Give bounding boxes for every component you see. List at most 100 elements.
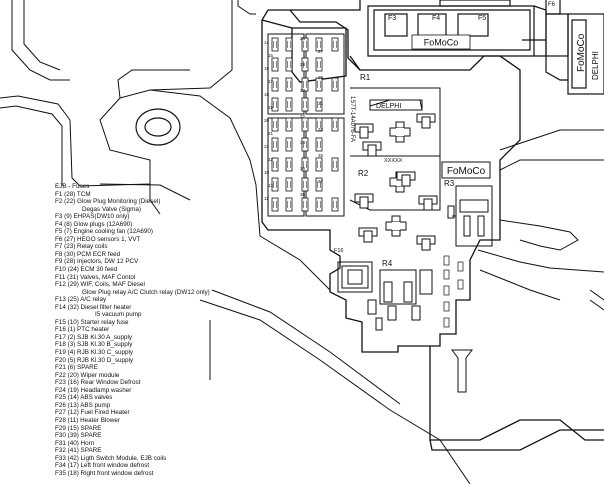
mini-fuse <box>285 177 293 192</box>
legend-line: F4 (8) Glow plugs (12A690) <box>55 220 133 228</box>
relay-label-r1: R1 <box>360 73 371 82</box>
fuse-number: 33 <box>318 127 324 132</box>
fuse-label-f3: F3 <box>388 15 396 22</box>
fuse-number: 31 <box>318 101 324 106</box>
mini-fuse <box>285 77 293 92</box>
fuse-number: 38 <box>300 192 306 197</box>
fuse-number: 20 <box>264 118 270 123</box>
relay-mark: XXXXX <box>384 158 403 164</box>
fuse-number: 22 <box>264 144 270 149</box>
legend-line: F9 (28) Injectors, DW 12 PCV <box>55 258 139 266</box>
mounting-hole <box>135 108 181 146</box>
legend-line: F14 (32) Diesel filter heater <box>55 303 132 311</box>
fuse-number: 19 <box>268 105 274 110</box>
fuse-bay <box>267 33 305 115</box>
mini-fuse <box>285 157 293 172</box>
legend-line: F7 (23) Relay coils <box>55 243 108 251</box>
fuse-number: 35 <box>318 153 324 158</box>
fuse-number: 26 <box>300 36 306 41</box>
legend-line: F21 (6) SPARE <box>55 364 98 372</box>
legend-line: F15 (10) Starter relay fuse <box>55 318 129 326</box>
legend-line: F25 (14) ABS valves <box>55 394 113 402</box>
legend-line: F1 (28) TCM <box>55 190 91 198</box>
fuse-number: 36 <box>300 166 306 171</box>
mini-fuse <box>301 197 309 212</box>
legend-line: F17 (2) SJB Kl.30 A_supply <box>55 333 133 341</box>
mini-fuse <box>301 97 309 112</box>
f16-label: F16 <box>334 248 343 254</box>
fuse-label-f4: F4 <box>432 15 440 22</box>
mini-fuse <box>331 117 339 132</box>
relay-code-vertical: 1S7T-14A076-FA <box>349 96 355 142</box>
legend-line: F24 (19) Headlamp washer <box>55 386 132 394</box>
legend-line: F3 (9) EHPAS(DW10 only) <box>55 213 130 221</box>
fuse-number: 16 <box>264 66 270 71</box>
brand-plate-relay <box>441 161 491 179</box>
fuse-number: 34 <box>300 140 306 145</box>
mini-fuse <box>271 197 279 212</box>
legend-line: F29 (15) SPARE <box>55 424 102 432</box>
fuse-label-f5: F5 <box>478 15 486 22</box>
delphi-label-relay: DELPHI <box>376 103 401 110</box>
fuse-number: 32 <box>300 114 306 119</box>
mini-fuse <box>301 117 309 132</box>
legend-line: F16 (1) PTC heater <box>55 326 110 334</box>
mini-fuse <box>285 37 293 52</box>
right-connector-housing <box>522 0 604 95</box>
mini-fuse <box>331 37 339 52</box>
fuse-number: 11 <box>264 196 269 201</box>
mini-fuse <box>315 57 323 72</box>
fuse-number: 10 <box>264 170 270 175</box>
mini-fuse <box>271 37 279 52</box>
fuse-number: 14 <box>264 40 270 45</box>
legend-line: F5 (7) Engine cooling fan (12A690) <box>55 228 154 236</box>
fuse-number: 28 <box>300 62 306 67</box>
mini-fuse <box>331 77 339 92</box>
legend-line: I5 vacuum pump <box>95 311 142 319</box>
fuse-number: 21 <box>268 131 274 136</box>
fuse-number: 15 <box>268 53 274 58</box>
legend-line: F26 (13) ABS pump <box>55 401 111 409</box>
legend-title: EJB - Fuses <box>55 183 90 190</box>
mini-fuse <box>285 197 293 212</box>
legend-line: F32 (41) SPARE <box>55 447 102 455</box>
mini-fuse <box>315 197 323 212</box>
fuse-number: 37 <box>318 179 324 184</box>
legend-line: F23 (16) Rear Window Defrost <box>55 379 141 387</box>
mini-fuse <box>285 137 293 152</box>
legend-line: F12 (29) WIF, Coils, MAF Diesel <box>55 281 145 289</box>
relay-label-r3: R3 <box>444 179 455 188</box>
mini-fuse <box>271 57 279 72</box>
fuse-block-body <box>261 0 604 451</box>
fuse-number: 17 <box>268 79 274 84</box>
fuse-number: 12 <box>268 157 274 162</box>
mini-fuse <box>285 117 293 132</box>
fuse-number: 29 <box>318 75 324 80</box>
drain-spout <box>451 349 473 393</box>
f6-label: F6 <box>548 2 556 8</box>
legend-line: F13 (25) A/C relay <box>55 296 107 304</box>
mini-fuse <box>285 97 293 112</box>
legend-line: F35 (18) Right front window defrost <box>55 469 154 477</box>
mini-fuse-grid: 2627282930313233343536373814151617181920… <box>264 33 345 217</box>
legend-line: F28 (11) Heater Blower <box>55 416 120 424</box>
mini-fuse <box>315 137 323 152</box>
mini-fuse <box>271 117 279 132</box>
mini-fuse <box>331 157 339 172</box>
delphi-label-vertical: DELPHI <box>591 51 600 80</box>
relay-r4-housing <box>337 261 433 331</box>
mini-fuse <box>271 137 279 152</box>
brand-label-vertical: FoMoCo <box>576 33 587 72</box>
mini-fuse <box>301 177 309 192</box>
legend-line: F27 (12) Fuel Fired Heater <box>55 409 130 417</box>
fuse-bay <box>305 33 345 115</box>
legend-line: Glow Plug relay A/C Clutch relay (DW12 o… <box>82 288 210 296</box>
mini-fuse <box>331 197 339 212</box>
right-wiring <box>477 129 604 311</box>
relay-label-r4: R4 <box>382 259 393 268</box>
legend-line: F33 (42) Ligth Switch Module, EJB coils <box>55 454 167 462</box>
right-slot-column <box>443 255 464 328</box>
brand-plate-top <box>411 34 471 50</box>
